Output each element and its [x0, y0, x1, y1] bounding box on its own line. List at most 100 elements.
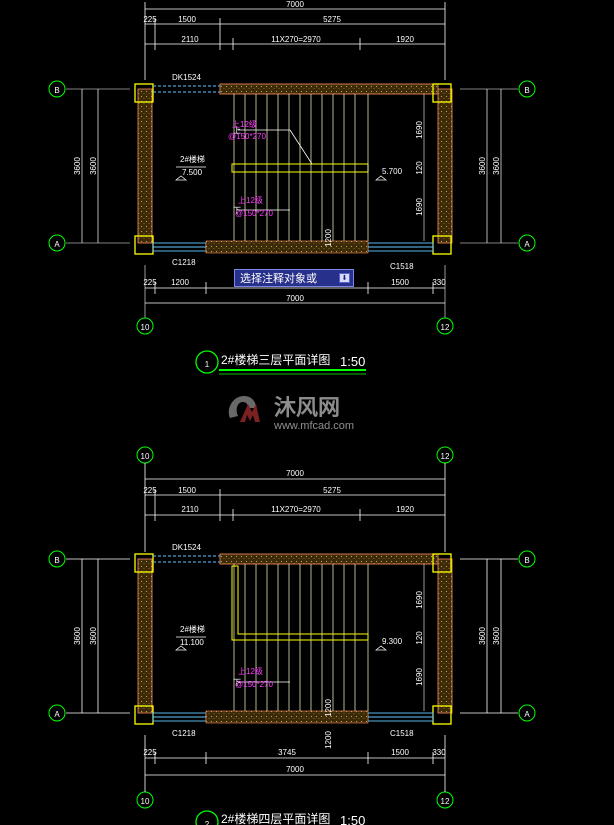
plan1-left-dim-1: 3600: [73, 157, 82, 175]
watermark: 沐风网 www.mfcad.com: [222, 388, 392, 432]
plan1-stair-treads: [233, 94, 356, 241]
plan1-landing-marker: [375, 175, 387, 181]
plan1-axis-bubbles: [48, 80, 536, 335]
plan1-dim-bottom-1: 225: [143, 278, 157, 287]
plan1-upper-step: @150*270: [228, 132, 266, 141]
plan1-axis-B-left: B: [54, 86, 59, 95]
plan1-door-label: DK1524: [172, 73, 201, 82]
plan1-window-right: C1518: [390, 262, 414, 271]
plan2-room-elev: 11.100: [180, 638, 204, 647]
plan1-side-dims: [81, 89, 502, 243]
plan2-axis-B-right: B: [524, 556, 529, 565]
plan2-title: 2#楼梯四层平面详图: [221, 811, 330, 825]
plan2-landing-elev: 9.300: [382, 637, 403, 646]
plan2-title-bubble: [195, 810, 219, 825]
plan2-axis-B-left: B: [54, 556, 59, 565]
plan1-side-dim-3: 1690: [415, 198, 424, 216]
plan1-wall-bottom: [205, 240, 369, 254]
plan2-handrail: [231, 565, 369, 641]
plan2-dim-bottom-total: 7000: [286, 765, 304, 774]
plan2-wall-top: [219, 553, 439, 565]
plan2-title-number: 2: [205, 820, 210, 825]
plan2-dim-top-4: 2110: [181, 505, 199, 514]
plan2-dim-top-5: 11X270=2970: [271, 505, 321, 514]
plan1-left-dim-2: 3600: [89, 157, 98, 175]
plan2-axis-A-left: A: [54, 710, 60, 719]
plan2-dim-total-top: 7000: [286, 469, 304, 478]
plan1-center-dim: 1200: [324, 229, 333, 247]
plan2-center-dim: 1200: [324, 699, 333, 717]
plan1-dim-bottom-2: 1200: [171, 278, 189, 287]
download-arrow-icon[interactable]: ⬇: [339, 273, 350, 283]
plan1-dim-top-3: 5275: [323, 15, 341, 24]
plan1-dim-top-1: 225: [143, 15, 157, 24]
plan1-side-dim-1: 1690: [415, 121, 424, 139]
plan1-wall-top: [219, 83, 439, 95]
plan1-axis-B-right: B: [524, 86, 529, 95]
plan2-left-dim-1: 3600: [73, 627, 82, 645]
plan1-dim-total-top: 7000: [286, 0, 304, 9]
plan1-bottom-dimensions: [145, 282, 445, 304]
plan2-window-right: C1518: [390, 729, 414, 738]
plan1-axis-A-right: A: [524, 240, 530, 249]
plan1-wall-left: [137, 88, 153, 244]
plan2-axis-12-bottom: 12: [441, 797, 450, 806]
plan2-dim-bottom-4: 330: [432, 748, 446, 757]
plan1-landing-elev: 5.700: [382, 167, 403, 176]
plan1-dim-top-6: 1920: [396, 35, 414, 44]
plan2-landing-marker: [375, 645, 387, 651]
plan1-dim-bottom-3: 1500: [391, 278, 409, 287]
plan2-stair-treads: [233, 564, 369, 711]
plan2-elev-marker: [175, 645, 187, 651]
plan1-elev-marker: [175, 175, 187, 181]
plan1-room-elev: 7.500: [182, 168, 203, 177]
tooltip-text: 选择注释对象或: [240, 272, 317, 285]
watermark-logo-mark: [240, 404, 260, 422]
plan2-side-dim-1: 1690: [415, 591, 424, 609]
annotation-select-tooltip[interactable]: 选择注释对象或 ⬇: [234, 269, 354, 287]
plan1-title-number: 1: [205, 360, 210, 369]
plan2-side-dim-3: 1690: [415, 668, 424, 686]
plan1-arrows: [238, 129, 290, 211]
plan2-top-dimensions: [66, 463, 518, 792]
plan2-dim-bottom-1: 225: [143, 748, 157, 757]
plan2-dim-bottom-2: 3745: [278, 748, 296, 757]
plan2-axis-10-bottom: 10: [141, 797, 150, 806]
plan2-axis-bubbles: [48, 446, 536, 809]
plan2-dim-top-1: 225: [143, 486, 157, 495]
plan1-axis-10: 10: [141, 323, 150, 332]
plan2-door: [153, 555, 220, 563]
plan1-window-left: C1218: [172, 258, 196, 267]
plan1-title-bubble: [195, 350, 219, 374]
plan2-center-dim-lower: 1200: [324, 731, 333, 749]
plan2-scale: 1:50: [340, 813, 365, 825]
plan1-wall-right: [437, 88, 453, 244]
plan2-right-dim-1: 3600: [478, 627, 487, 645]
plan2-bottom-dimensions: [145, 752, 445, 776]
plan2-axis-12-top: 12: [441, 452, 450, 461]
plan2-dim-top-2: 1500: [178, 486, 196, 495]
plan2-dim-top-3: 5275: [323, 486, 341, 495]
plan1-axis-12: 12: [441, 323, 450, 332]
plan1-top-dimensions: [144, 2, 446, 80]
plan2-room-name: 2#楼梯: [180, 624, 205, 634]
plan2-down-label: 下: [233, 678, 241, 687]
plan2-dim-top-6: 1920: [396, 505, 414, 514]
plan2-axis-A-right: A: [524, 710, 530, 719]
plan2-wall-right: [437, 558, 453, 714]
plan2-door-label: DK1524: [172, 543, 201, 552]
plan1-side-dim-2: 120: [415, 161, 424, 175]
watermark-url: www.mfcad.com: [273, 420, 354, 432]
plan2-axis-10-top: 10: [141, 452, 150, 461]
plan1-dim-bottom-total: 7000: [286, 294, 304, 303]
plan1-scale: 1:50: [340, 354, 365, 369]
plan1-right-dim-1: 3600: [478, 157, 487, 175]
plan2-step: @150*270: [235, 680, 273, 689]
plan1-upper-count: 上12级: [232, 119, 257, 129]
stair-plan-2: 10 12 B A B A 10 12 7000: [48, 446, 536, 825]
plan1-axis-A-left: A: [54, 240, 60, 249]
plan2-count: 上12级: [238, 666, 263, 676]
plan1-lower-step: @150*270: [235, 209, 273, 218]
plan1-door: [153, 85, 220, 93]
